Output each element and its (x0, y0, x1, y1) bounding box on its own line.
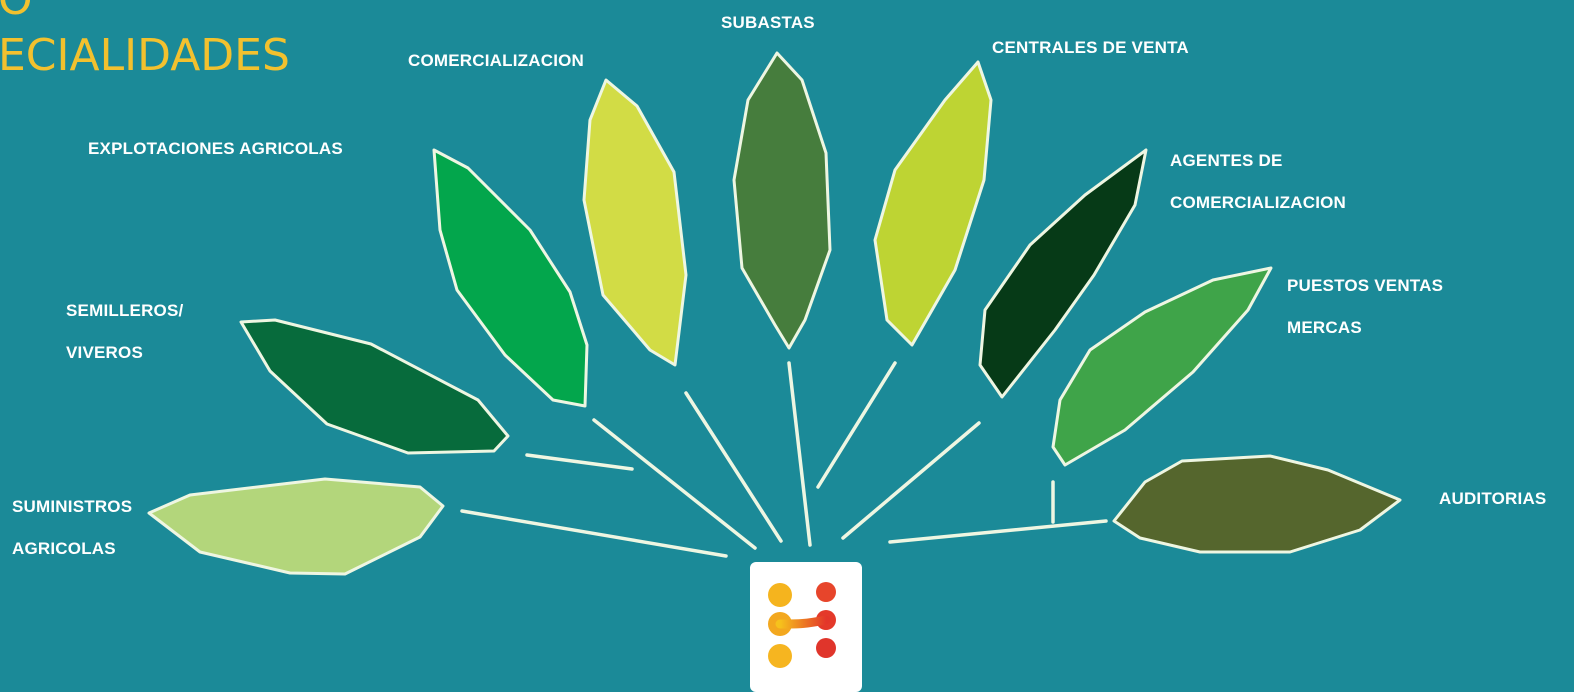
label-agentes: AGENTES DE COMERCIALIZACION (1170, 140, 1346, 224)
label-agentes-line-1: AGENTES DE (1170, 151, 1283, 170)
label-puestos-line-2: MERCAS (1287, 318, 1362, 337)
stem-comercializacion (684, 391, 783, 543)
leaf-semilleros (239, 318, 510, 455)
logo-card (750, 562, 862, 692)
label-comercializacion: COMERCIALIZACION (408, 40, 584, 82)
leaf-suministros (147, 477, 445, 576)
stem-semilleros (525, 453, 634, 471)
stem-suministros (460, 509, 728, 558)
label-auditorias: AUDITORIAS (1439, 478, 1546, 520)
label-puestos-line-1: PUESTOS VENTAS (1287, 276, 1444, 295)
leaf-subastas (732, 51, 832, 350)
stem-auditorias (888, 519, 1108, 544)
label-comercializacion-line-1: COMERCIALIZACION (408, 51, 585, 70)
label-suministros-line-1: SUMINISTROS (12, 497, 133, 516)
label-centrales: CENTRALES DE VENTA (992, 27, 1189, 69)
title-line-2: ECIALIDADES (0, 30, 290, 81)
label-puestos: PUESTOS VENTAS MERCAS (1287, 265, 1443, 349)
label-semilleros: SEMILLEROS/ VIVEROS (66, 290, 183, 374)
stem-subastas (787, 361, 812, 547)
stem-centrales (816, 361, 897, 489)
label-subastas-line-1: SUBASTAS (721, 13, 815, 32)
label-auditorias-line-1: AUDITORIAS (1439, 489, 1547, 508)
leaf-centrales (873, 60, 993, 347)
leaf-agentes (978, 148, 1148, 399)
label-suministros: SUMINISTROS AGRICOLAS (12, 486, 132, 570)
label-centrales-line-1: CENTRALES DE VENTA (992, 38, 1189, 57)
label-semilleros-line-1: SEMILLEROS/ (66, 301, 184, 320)
label-semilleros-line-2: VIVEROS (66, 343, 143, 362)
leaf-explotaciones (432, 148, 589, 408)
title-line-1: O (0, 0, 33, 22)
stem-agentes (841, 421, 981, 540)
leaf-comercializacion (582, 78, 688, 367)
label-explotaciones: EXPLOTACIONES AGRICOLAS (88, 128, 343, 170)
label-explotaciones-line-1: EXPLOTACIONES AGRICOLAS (88, 139, 343, 158)
leaf-auditorias (1112, 454, 1402, 554)
label-suministros-line-2: AGRICOLAS (12, 539, 116, 558)
leaf-puestos (1051, 266, 1273, 467)
label-agentes-line-2: COMERCIALIZACION (1170, 193, 1347, 212)
company-logo-icon (768, 582, 836, 668)
stem-explotaciones (592, 418, 757, 550)
label-subastas: SUBASTAS (721, 2, 815, 44)
